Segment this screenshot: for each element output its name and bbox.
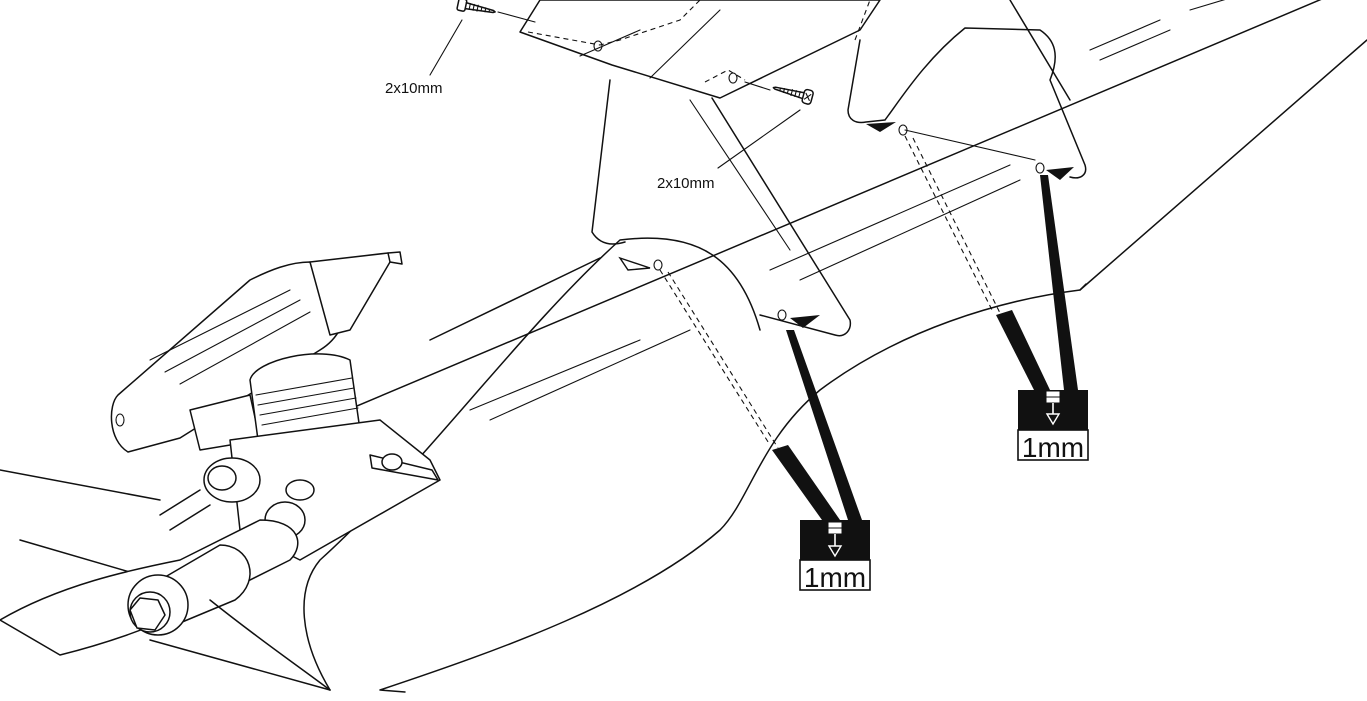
screw-label-top: 2x10mm <box>385 80 443 97</box>
lower-fairing <box>591 79 852 337</box>
drill-badge-upper: 1mm <box>1017 390 1089 463</box>
drill-guide-lines <box>659 135 1001 449</box>
pointer-arrow-icon <box>618 256 651 271</box>
pointer-arrows <box>618 122 1074 328</box>
screw-guide-line <box>744 81 771 91</box>
pointer-arrow-icon <box>1046 167 1074 180</box>
label-leader <box>717 109 801 169</box>
drill-badge-lower: 1mm <box>799 520 871 593</box>
top-plate <box>519 0 881 99</box>
label-leader <box>429 19 463 76</box>
drill-size-label: 1mm <box>1022 432 1084 463</box>
propeller <box>0 519 331 691</box>
upper-fairing <box>653 0 1087 321</box>
drill-leaders <box>772 175 1078 520</box>
pointer-arrow-icon <box>790 315 820 328</box>
pointer-arrow-icon <box>866 122 896 132</box>
drill-size-label: 1mm <box>804 562 866 593</box>
fuel-tank <box>110 251 403 453</box>
screw-label-middle: 2x10mm <box>657 175 715 192</box>
screw-guide-line <box>497 11 536 23</box>
screw-icon <box>772 86 814 105</box>
screw-icon <box>456 0 496 14</box>
